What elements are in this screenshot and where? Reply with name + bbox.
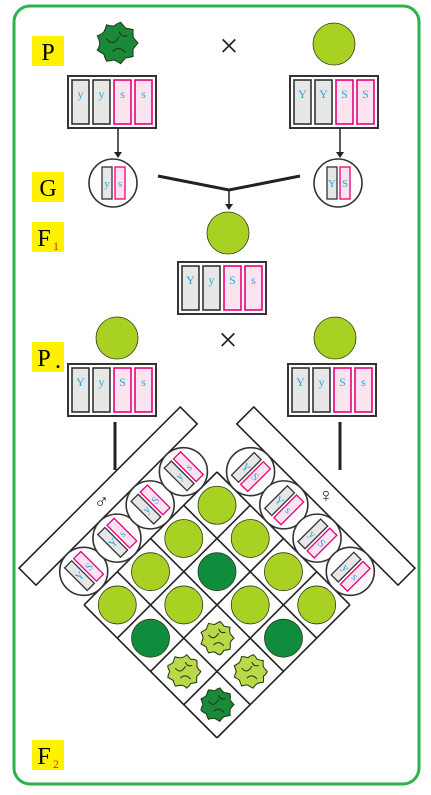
label-f2-text: F xyxy=(37,744,50,770)
punnett-cell-2-2-body xyxy=(201,621,234,654)
female-symbol: ♀ xyxy=(318,485,333,507)
punnett-cell-2-1 xyxy=(165,586,203,624)
arrow-f1 xyxy=(225,190,233,210)
punnett-cell-3-3-body xyxy=(201,688,234,721)
label-p: P xyxy=(32,36,64,66)
arrow-right-gamete-head xyxy=(336,152,344,158)
f1-genotype: YySs xyxy=(178,262,266,314)
parent-right-genotype-allele: S xyxy=(362,87,369,101)
parent-right-genotype-allele: S xyxy=(341,87,348,101)
label-p2-text: P xyxy=(37,346,50,372)
arrow-left-gamete-head xyxy=(114,152,122,158)
label-f2-sub: 2 xyxy=(53,757,59,771)
punnett-cell-2-2 xyxy=(201,621,234,654)
label-f2: F2 xyxy=(32,740,64,771)
label-p-text: P xyxy=(41,40,54,66)
gamete-left-allele-1: y xyxy=(104,178,110,190)
label-p2: P. xyxy=(32,342,64,374)
punnett-cell-3-0 xyxy=(98,586,136,624)
p2-right-genotype-allele: S xyxy=(339,375,346,389)
p2-right-genotype-allele: Y xyxy=(296,375,305,389)
f1-genotype-allele: S xyxy=(229,273,236,287)
punnett-cell-3-1 xyxy=(132,619,170,657)
punnett-cell-3-3 xyxy=(201,688,234,721)
f1-pea xyxy=(207,212,249,254)
parent-left-genotype-allele: y xyxy=(99,87,105,101)
gamete-left: ys xyxy=(89,159,137,207)
f1-genotype-allele: Y xyxy=(186,273,195,287)
f1-genotype-allele: y xyxy=(209,273,215,287)
label-g: G xyxy=(32,172,64,202)
label-g-text: G xyxy=(39,176,56,202)
p2-right-genotype: YySs xyxy=(288,364,376,416)
parent-left-genotype-allele: y xyxy=(78,87,84,101)
cross-sign-top: × xyxy=(219,28,238,65)
punnett-cell-3-2-body xyxy=(168,655,201,688)
p2-left-genotype-allele: s xyxy=(141,375,146,389)
merge-lines xyxy=(158,176,300,190)
p2-right-pea xyxy=(314,317,356,359)
p2-right-genotype-allele: s xyxy=(361,375,366,389)
parent-left-genotype-allele: s xyxy=(120,87,125,101)
p2-left-genotype: YySs xyxy=(68,364,156,416)
arrow-left-gamete xyxy=(114,128,122,158)
male-symbol: ♂ xyxy=(94,492,109,514)
punnett-cell-2-3-body xyxy=(234,655,267,688)
p2-left-genotype-allele: S xyxy=(119,375,126,389)
label-f1-sub: 1 xyxy=(53,239,59,253)
arrow-right-gamete xyxy=(336,128,344,158)
arrow-f1-head xyxy=(225,204,233,210)
punnett-cell-0-0 xyxy=(198,486,236,524)
f1-genotype-allele: s xyxy=(251,273,256,287)
label-p2-dot: . xyxy=(55,348,61,374)
gamete-left-circle xyxy=(89,159,137,207)
punnett-cell-0-1 xyxy=(231,519,269,557)
parent-left-genotype-allele: s xyxy=(141,87,146,101)
parent-right-genotype: YYSS xyxy=(290,76,378,128)
label-f1-text: F xyxy=(37,226,50,252)
punnett-cell-0-2 xyxy=(264,553,302,591)
parent-right-genotype-allele: Y xyxy=(298,87,307,101)
label-f1: F1 xyxy=(32,222,64,253)
cross-sign-middle: × xyxy=(218,322,237,359)
gamete-right-circle xyxy=(314,159,362,207)
p2-right-genotype-allele: y xyxy=(319,375,325,389)
parent-left-pea-body xyxy=(97,22,138,63)
punnett-cell-2-3 xyxy=(234,655,267,688)
gamete-right-allele-2: S xyxy=(342,178,348,190)
punnett-cell-1-2 xyxy=(231,586,269,624)
punnett-cell-0-3 xyxy=(298,586,336,624)
parent-left-pea xyxy=(97,22,138,63)
punnett-cell-1-3 xyxy=(264,619,302,657)
gamete-right: YS xyxy=(314,159,362,207)
punnett-cell-1-0 xyxy=(165,519,203,557)
p2-left-genotype-allele: y xyxy=(99,375,105,389)
punnett-cell-2-0 xyxy=(132,553,170,591)
parent-right-genotype-allele: Y xyxy=(319,87,328,101)
p2-left-genotype-allele: Y xyxy=(76,375,85,389)
punnett-cell-3-2 xyxy=(168,655,201,688)
parent-left-genotype: yyss xyxy=(68,76,156,128)
parent-right-pea xyxy=(313,23,355,65)
gamete-right-allele-1: Y xyxy=(328,178,336,190)
p2-left-pea xyxy=(96,317,138,359)
punnett-cell-1-1 xyxy=(198,553,236,591)
gamete-left-allele-2: s xyxy=(118,178,122,190)
